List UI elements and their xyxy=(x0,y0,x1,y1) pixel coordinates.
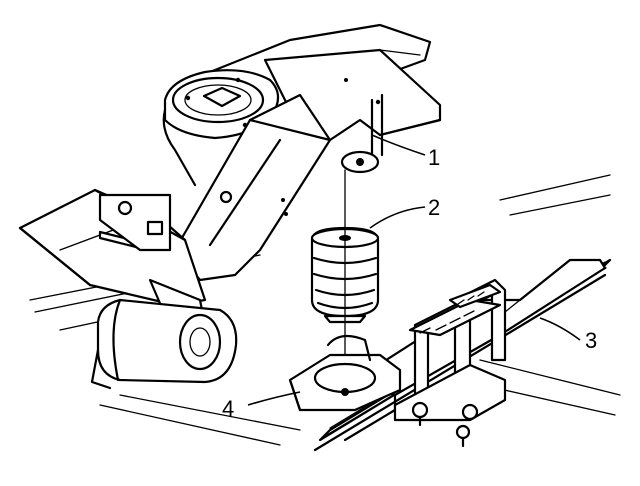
callout-4: 4 xyxy=(222,396,234,421)
callout-1: 1 xyxy=(428,145,440,170)
callout-3: 3 xyxy=(585,328,597,353)
frame-rail-left xyxy=(18,188,207,327)
frame-bracket-front xyxy=(90,298,238,390)
bumper-bracket xyxy=(340,150,380,174)
callout-2: 2 xyxy=(428,195,440,220)
spring-tower xyxy=(162,69,292,187)
u-bolt-clamp xyxy=(393,278,507,448)
callout-leaders xyxy=(247,134,581,406)
axle-pad xyxy=(288,334,402,412)
frame-arm xyxy=(173,93,332,282)
